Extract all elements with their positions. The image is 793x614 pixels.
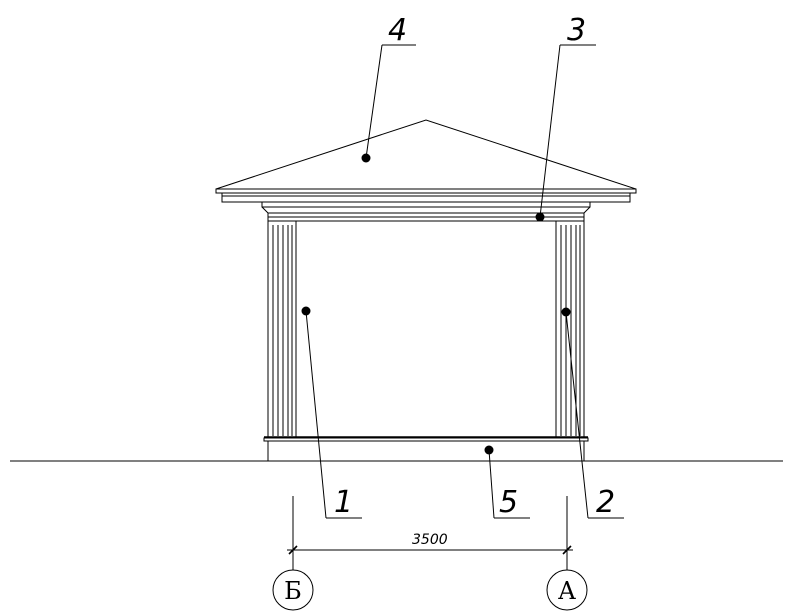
callout-label-2: 2 bbox=[596, 485, 615, 520]
callout-label-1: 1 bbox=[334, 485, 353, 520]
axis-marker-b: Б bbox=[272, 569, 314, 611]
base-platform bbox=[263, 436, 589, 462]
callout-label-4: 4 bbox=[388, 13, 407, 48]
svg-text:Б: Б bbox=[284, 577, 302, 605]
leader-3 bbox=[539, 44, 596, 218]
svg-text:А: А bbox=[558, 577, 576, 605]
right-column bbox=[555, 220, 585, 439]
dimension-value: 3500 bbox=[412, 532, 448, 548]
callout-label-3: 3 bbox=[567, 13, 586, 48]
left-column bbox=[267, 220, 297, 439]
beam bbox=[261, 201, 591, 222]
leader-1 bbox=[305, 310, 362, 519]
leader-5 bbox=[488, 449, 530, 519]
leader-2 bbox=[565, 311, 624, 519]
axis-marker-a: А bbox=[546, 569, 588, 611]
callout-label-5: 5 bbox=[499, 485, 518, 520]
leader-4 bbox=[365, 44, 416, 159]
dimension-line bbox=[287, 496, 573, 570]
roof bbox=[215, 119, 637, 203]
